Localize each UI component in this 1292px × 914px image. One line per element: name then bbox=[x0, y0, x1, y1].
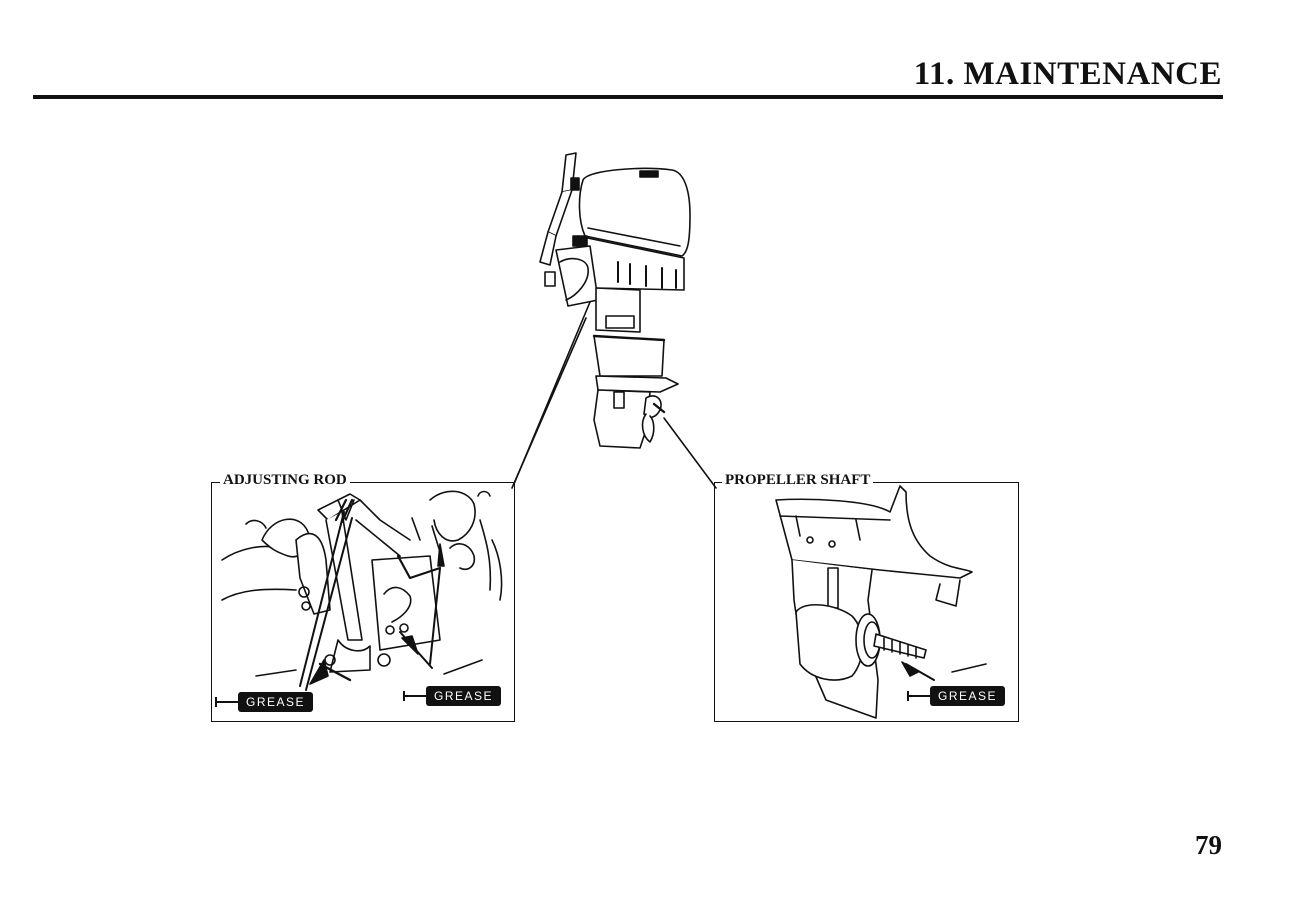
page-number: 79 bbox=[1195, 830, 1222, 861]
outboard-motor-drawing bbox=[540, 153, 690, 448]
grease-tag: GREASE bbox=[238, 692, 313, 712]
propeller-shaft-label: PROPELLER SHAFT bbox=[722, 471, 873, 489]
grease-tag: GREASE bbox=[930, 686, 1005, 706]
adjusting-rod-label: ADJUSTING ROD bbox=[220, 471, 350, 489]
grease-tag: GREASE bbox=[426, 686, 501, 706]
